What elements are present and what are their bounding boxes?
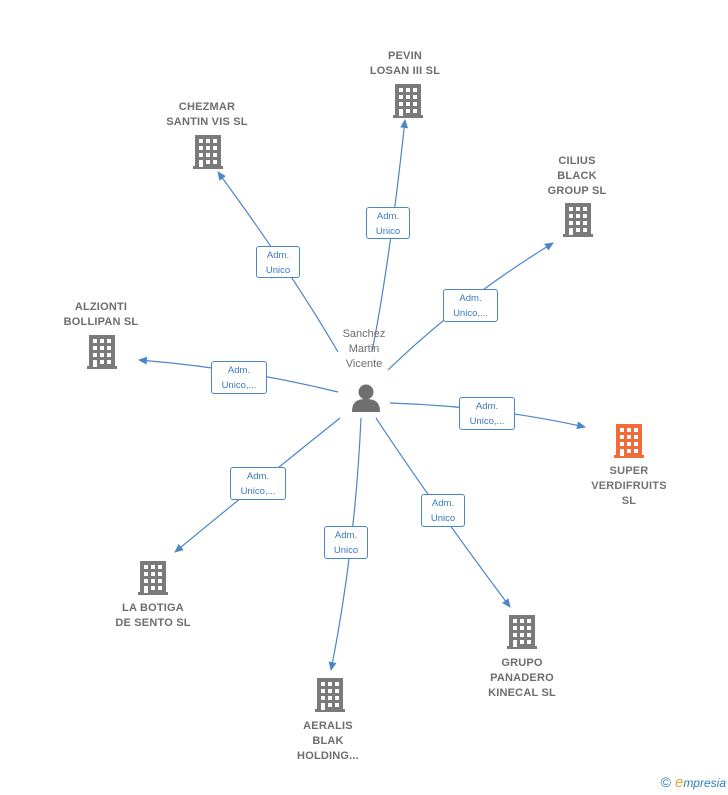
brand-watermark: ©empresia bbox=[661, 774, 726, 791]
company-label-cilius[interactable]: CILIUS BLACK GROUP SL bbox=[547, 155, 607, 197]
building-icon[interactable] bbox=[614, 424, 644, 458]
brand-initial: e bbox=[674, 774, 684, 791]
company-label-super[interactable]: SUPER VERDIFRUITS SL bbox=[591, 465, 667, 507]
building-icon[interactable] bbox=[507, 615, 537, 649]
building-icon[interactable] bbox=[138, 561, 168, 595]
company-label-labotiga[interactable]: LA BOTIGA DE SENTO SL bbox=[115, 602, 191, 629]
person-icon bbox=[352, 384, 380, 412]
company-label-chezmar[interactable]: CHEZMAR SANTIN VIS SL bbox=[166, 101, 248, 128]
company-label-aeralis[interactable]: AERALIS BLAK HOLDING... bbox=[297, 720, 359, 762]
edge-label-cilius[interactable]: Adm. Unico,... bbox=[443, 289, 498, 322]
company-label-grupo[interactable]: GRUPO PANADERO KINECAL SL bbox=[488, 657, 556, 699]
edge-label-labotiga[interactable]: Adm. Unico,... bbox=[230, 467, 286, 500]
edge-pevin bbox=[371, 119, 409, 353]
building-icon[interactable] bbox=[315, 678, 345, 712]
company-label-pevin[interactable]: PEVIN LOSAN III SL bbox=[369, 50, 441, 77]
edge-label-aeralis[interactable]: Adm. Unico bbox=[324, 526, 368, 559]
copyright-symbol: © bbox=[660, 774, 671, 790]
center-person-label: Sanchez Martin Vicente bbox=[342, 328, 386, 370]
edge-label-pevin[interactable]: Adm. Unico bbox=[366, 207, 410, 239]
edge-label-alzionti[interactable]: Adm. Unico,... bbox=[211, 361, 267, 394]
edge-label-chezmar[interactable]: Adm. Unico bbox=[256, 246, 300, 278]
building-icon[interactable] bbox=[193, 135, 223, 169]
company-label-alzionti[interactable]: ALZIONTI BOLLIPAN SL bbox=[63, 301, 139, 328]
building-icon[interactable] bbox=[563, 203, 593, 237]
edge-label-grupo[interactable]: Adm. Unico bbox=[421, 494, 465, 527]
edge-label-super[interactable]: Adm. Unico,... bbox=[459, 397, 515, 430]
building-icon[interactable] bbox=[87, 335, 117, 369]
building-icon[interactable] bbox=[393, 84, 423, 118]
brand-name: mpresia bbox=[683, 776, 726, 790]
